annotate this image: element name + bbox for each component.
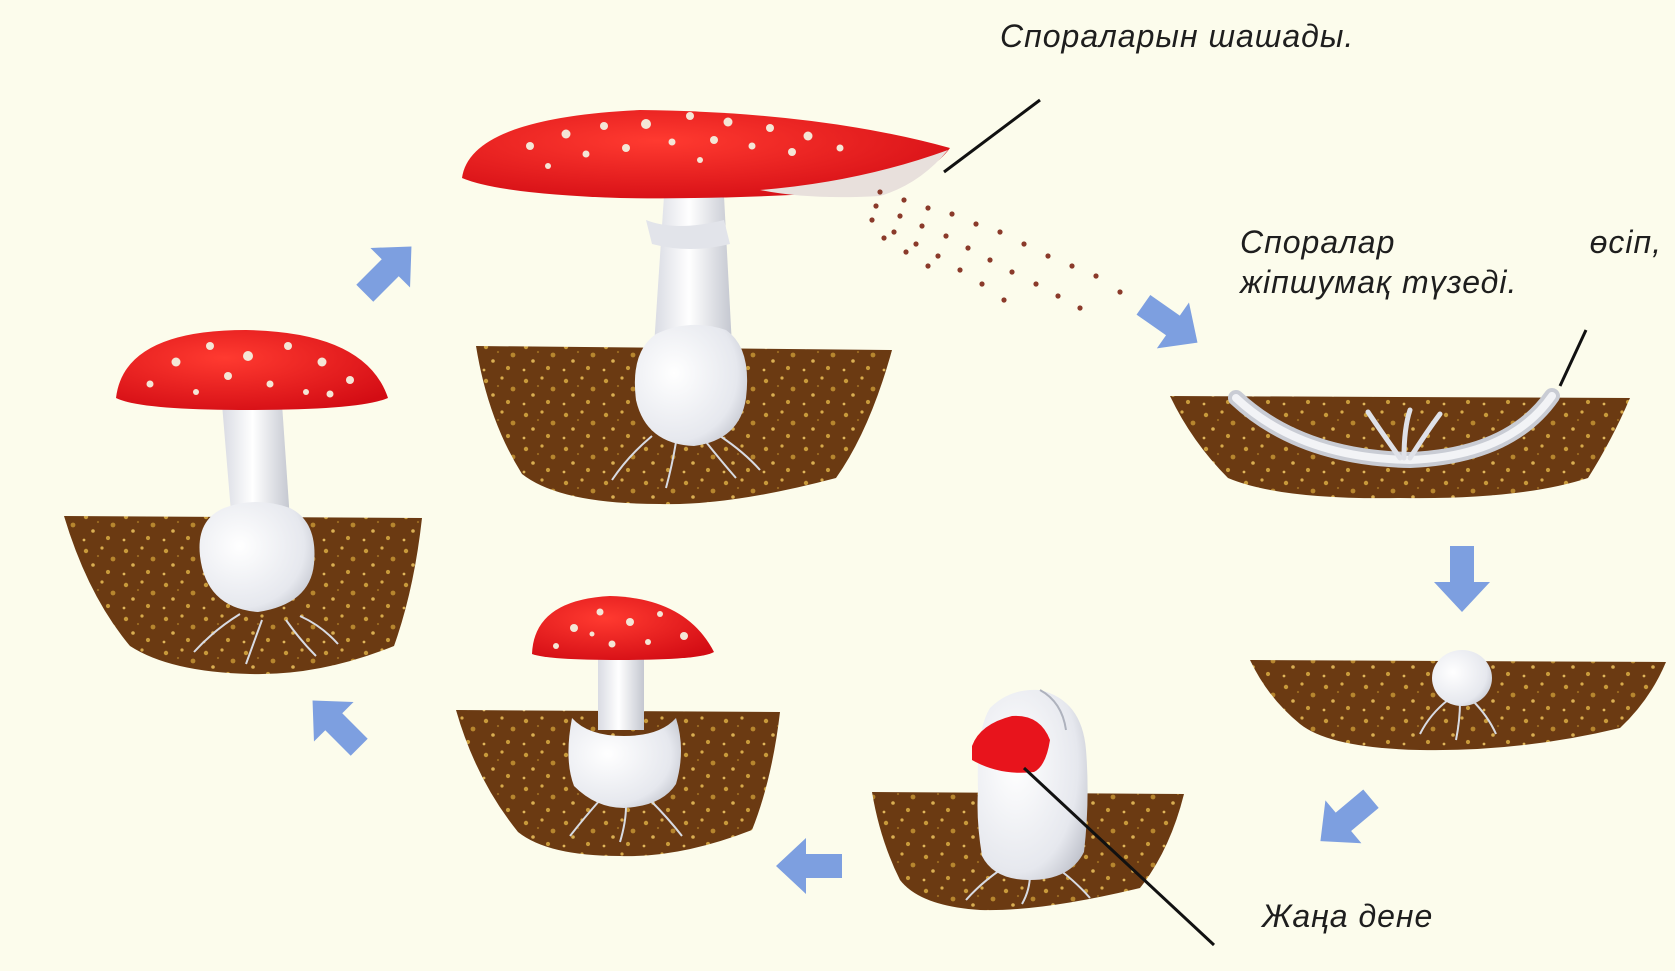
spore-dot — [1069, 263, 1074, 268]
spore-dot — [877, 189, 882, 194]
spore-dot — [987, 257, 992, 262]
spore-dot — [1117, 289, 1122, 294]
spore-dot — [1077, 305, 1082, 310]
spore-dot — [903, 249, 908, 254]
spore-dot — [897, 213, 902, 218]
spore-dot — [935, 253, 940, 258]
label-new-body: Жаңа дене — [1262, 898, 1433, 935]
spore-dot — [913, 241, 918, 246]
label-mycelium-line-2: жіпшумақ түзеді. — [1240, 264, 1517, 301]
spore-dot — [873, 203, 878, 208]
spore-dot — [979, 281, 984, 286]
label-mycelium-word-2: өсіп, — [1590, 224, 1662, 261]
spore-dot — [949, 211, 954, 216]
spore-dot — [1021, 241, 1026, 246]
spore-dot — [925, 205, 930, 210]
spore-dot — [1009, 269, 1014, 274]
spore-dot — [869, 217, 874, 222]
spore-dot — [1055, 293, 1060, 298]
spore-dot — [881, 235, 886, 240]
spore-dot — [901, 197, 906, 202]
spore-dot — [925, 263, 930, 268]
spore-dot — [1001, 297, 1006, 302]
spore-dot — [891, 229, 896, 234]
spore-dot — [919, 223, 924, 228]
label-spore-release: Спораларын шашады. — [1000, 18, 1354, 55]
spore-dot — [957, 267, 962, 272]
label-mycelium-word-1: Споралар — [1240, 224, 1395, 261]
label-mycelium-line-1: Споралар өсіп, — [1240, 224, 1662, 261]
spore-dot — [1045, 253, 1050, 258]
spore-dot — [943, 233, 948, 238]
spore-dot — [965, 245, 970, 250]
spore-dot — [1093, 273, 1098, 278]
spore-dot — [1033, 281, 1038, 286]
spore-dot — [997, 229, 1002, 234]
spore-dot — [973, 221, 978, 226]
